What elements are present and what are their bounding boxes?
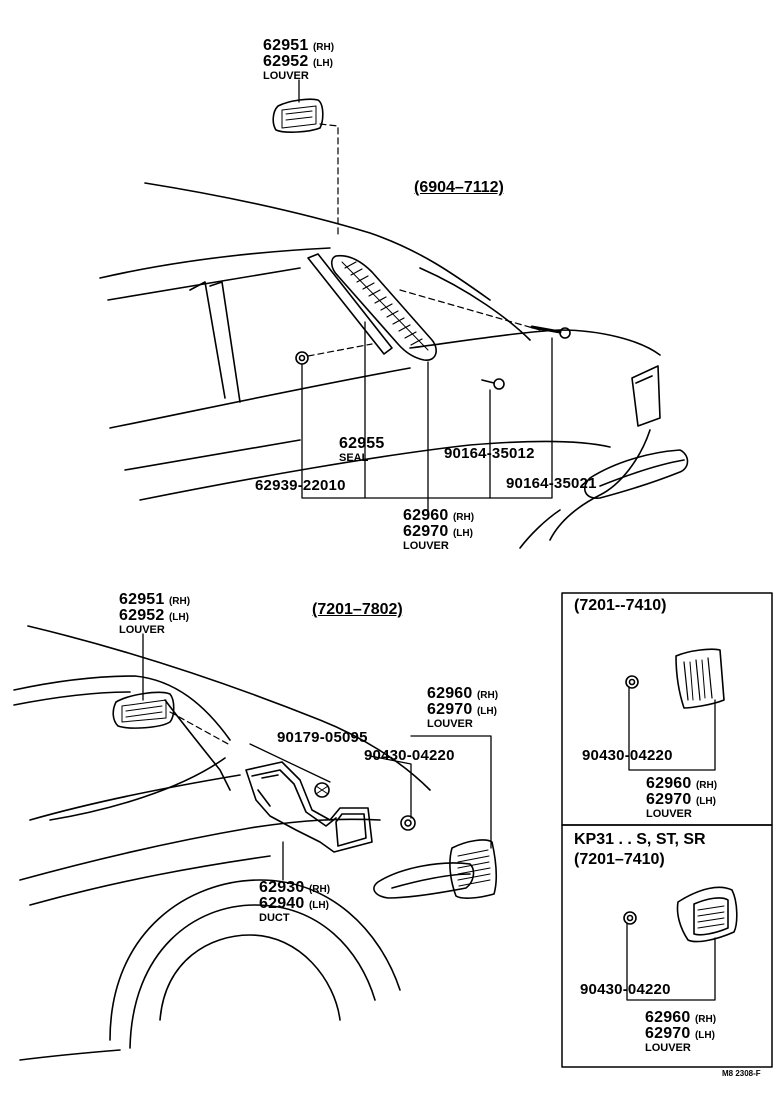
top-screw-b bbox=[530, 325, 571, 339]
bottom-upper-louver-part-rh: 62951 bbox=[119, 591, 165, 608]
box-a-louver-callout: 62960 (RH) 62970 (LH) LOUVER bbox=[646, 776, 717, 820]
bottom-duct-name: DUCT bbox=[259, 912, 290, 924]
top-lower-louver-part-lh: 62970 bbox=[403, 523, 449, 540]
bottom-lower-louver-part-rh: 62960 bbox=[427, 685, 473, 702]
box-b-louver-side-rh: (RH) bbox=[694, 1014, 717, 1025]
top-upper-louver-part-rh: 62951 bbox=[263, 37, 309, 54]
bottom-lower-louver-side-lh: (LH) bbox=[476, 706, 497, 717]
bottom-leader-lines bbox=[142, 633, 492, 881]
top-car-body bbox=[99, 182, 661, 549]
box-b-louver-side-lh: (LH) bbox=[694, 1030, 715, 1041]
top-range-label: (6904–7112) bbox=[414, 179, 504, 196]
bottom-upper-louver-side-rh: (RH) bbox=[168, 596, 191, 607]
top-screw-b-label: 90164-35021 bbox=[506, 475, 597, 492]
top-upper-louver-callout: 62951 (RH) 62952 (LH) LOUVER bbox=[263, 38, 334, 82]
bottom-lower-louver-side-rh: (RH) bbox=[476, 690, 499, 701]
box-a-louver-side-lh: (LH) bbox=[695, 796, 716, 807]
box-a-louver-side-rh: (RH) bbox=[695, 780, 718, 791]
top-leader-lines bbox=[298, 79, 553, 513]
bottom-upper-louver bbox=[112, 691, 175, 729]
top-seal-name: SEAL bbox=[339, 452, 369, 464]
bottom-duct-callout: 62930 (RH) 62940 (LH) DUCT bbox=[259, 880, 330, 924]
box-b-louver-name: LOUVER bbox=[645, 1042, 691, 1054]
top-upper-louver bbox=[272, 98, 324, 133]
bottom-upper-louver-callout: 62951 (RH) 62952 (LH) LOUVER bbox=[119, 592, 190, 636]
top-seal-strip bbox=[307, 253, 393, 355]
top-assembly-lines bbox=[307, 123, 541, 357]
box-a-range-label: (7201--7410) bbox=[574, 597, 667, 614]
bottom-screw-label: 90179-05095 bbox=[277, 729, 368, 746]
top-tail-lamp bbox=[631, 365, 661, 427]
top-upper-louver-side-lh: (LH) bbox=[312, 58, 333, 69]
bottom-range-label: (7201–7802) bbox=[312, 601, 403, 618]
top-bumper bbox=[584, 449, 689, 499]
bottom-lower-louver-part-lh: 62970 bbox=[427, 701, 473, 718]
bottom-duct-part-lh: 62940 bbox=[259, 895, 305, 912]
bottom-car-body bbox=[13, 625, 431, 1061]
box-a-leaders bbox=[628, 687, 716, 771]
box-b-leaders bbox=[626, 923, 716, 1001]
box-b-louver-part-lh: 62970 bbox=[645, 1025, 691, 1042]
box-a-louver-part-rh: 62960 bbox=[646, 775, 692, 792]
box-b-range-label: (7201–7410) bbox=[574, 851, 665, 868]
top-seal-callout: 62955 SEAL bbox=[339, 436, 385, 464]
bottom-duct bbox=[245, 761, 373, 853]
top-lower-louver-callout: 62960 (RH) 62970 (LH) LOUVER bbox=[403, 508, 474, 552]
bottom-nut-label: 90430-04220 bbox=[364, 747, 455, 764]
bottom-lower-louver-callout: 62960 (RH) 62970 (LH) LOUVER bbox=[427, 686, 498, 730]
box-b-model-label: KP31 . . S, ST, SR bbox=[574, 831, 706, 848]
bottom-bumper bbox=[373, 862, 475, 899]
box-b-louver-callout: 62960 (RH) 62970 (LH) LOUVER bbox=[645, 1010, 716, 1054]
top-lower-louver-name: LOUVER bbox=[403, 540, 449, 552]
box-b-louver-part-rh: 62960 bbox=[645, 1009, 691, 1026]
bottom-lower-louver bbox=[449, 839, 497, 899]
box-b-frame bbox=[561, 824, 773, 1068]
box-b-nut-label: 90430-04220 bbox=[580, 981, 671, 998]
bottom-duct-side-rh: (RH) bbox=[308, 884, 331, 895]
top-louver-slot bbox=[330, 254, 437, 361]
bottom-nut bbox=[400, 815, 416, 831]
bottom-upper-louver-part-lh: 62952 bbox=[119, 607, 165, 624]
box-a-louver-part-lh: 62970 bbox=[646, 791, 692, 808]
top-screw-a-label: 90164-35012 bbox=[444, 445, 535, 462]
top-screw-a bbox=[481, 378, 505, 390]
box-b-louver bbox=[676, 886, 738, 943]
top-upper-louver-name: LOUVER bbox=[263, 70, 309, 82]
top-upper-louver-side-rh: (RH) bbox=[312, 42, 335, 53]
bottom-upper-louver-name: LOUVER bbox=[119, 624, 165, 636]
box-b-nut bbox=[623, 911, 637, 925]
bottom-assembly-lines bbox=[169, 711, 231, 746]
box-a-louver bbox=[675, 648, 725, 709]
top-nut-label: 62939-22010 bbox=[255, 477, 346, 494]
box-a-louver-name: LOUVER bbox=[646, 808, 692, 820]
top-lower-louver-part-rh: 62960 bbox=[403, 507, 449, 524]
bottom-screw bbox=[314, 782, 330, 798]
bottom-duct-side-lh: (LH) bbox=[308, 900, 329, 911]
top-upper-louver-part-lh: 62952 bbox=[263, 53, 309, 70]
bottom-lower-louver-name: LOUVER bbox=[427, 718, 473, 730]
bottom-duct-part-rh: 62930 bbox=[259, 879, 305, 896]
box-a-nut bbox=[625, 675, 639, 689]
top-lower-louver-side-rh: (RH) bbox=[452, 512, 475, 523]
figure-code: M8 2308-F bbox=[722, 1069, 761, 1078]
top-seal-part: 62955 bbox=[339, 435, 385, 452]
bottom-upper-louver-side-lh: (LH) bbox=[168, 612, 189, 623]
box-a-nut-label: 90430-04220 bbox=[582, 747, 673, 764]
top-nut bbox=[295, 351, 309, 365]
top-lower-louver-side-lh: (LH) bbox=[452, 528, 473, 539]
